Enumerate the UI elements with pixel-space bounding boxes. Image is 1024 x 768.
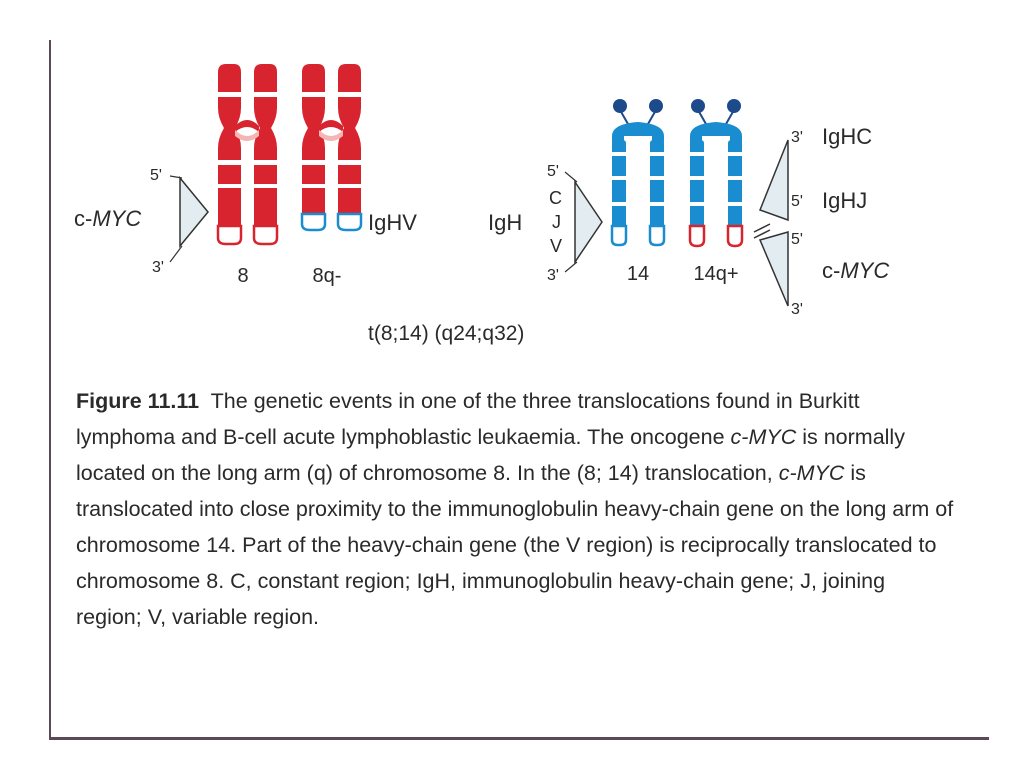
ighc-ighj-triangle [753,139,789,307]
chromosome-8q-minus [300,64,363,232]
left-igh-triangle [169,175,209,263]
caption-text-part2: is normally located on the long arm (q) … [76,425,905,485]
caption-text-part3: is translocated into close proximity to … [76,461,954,629]
caption-text-part1: The genetic events in one of the three t… [76,389,860,449]
translocation-diagram: 5' c-MYC 3' 8 8q- IgHV IgH 5' C J V [74,64,889,345]
igh-segment-j: J [552,212,561,232]
ighc-label: IgHC [822,124,872,149]
right-prime-3-bottom: 3' [791,301,803,318]
chromosome-8 [216,64,279,246]
left-prime-bottom: 3' [152,259,164,276]
right-prime-5: 5' [791,193,803,210]
ighj-label: IgHJ [822,188,867,213]
ighv-label: IgHV [368,210,417,235]
caption-gene-1: c-MYC [730,425,797,449]
figure-caption: Figure 11.11 The genetic events in one o… [76,383,956,635]
chromosome-14q-plus [688,99,744,248]
chromosome-14 [610,99,666,247]
igh-segment-c: C [549,188,562,208]
frame-bottom-border [49,737,989,740]
right-igh-triangle [564,171,603,273]
frame-left-border [49,40,51,740]
chromosome-14q-label: 14q+ [693,263,738,285]
right-prime-3-top: 3' [791,129,803,146]
igh-segment-5prime: 5' [547,163,559,180]
left-gene-label: c-MYC [74,206,141,231]
translocation-notation: t(8;14) (q24;q32) [368,322,524,345]
igh-segment-v: V [550,236,562,256]
igh-label: IgH [488,210,522,235]
chromosome-8q-label: 8q- [313,265,342,287]
right-gene-label: c-MYC [822,258,889,283]
right-prime-5b: 5' [791,231,803,248]
left-prime-top: 5' [150,167,162,184]
chromosome-14-label: 14 [627,263,649,285]
caption-gene-2: c-MYC [778,461,845,485]
chromosome-8-label: 8 [237,265,248,287]
igh-segment-3prime: 3' [547,267,559,284]
figure-label: Figure 11.11 [76,389,200,413]
